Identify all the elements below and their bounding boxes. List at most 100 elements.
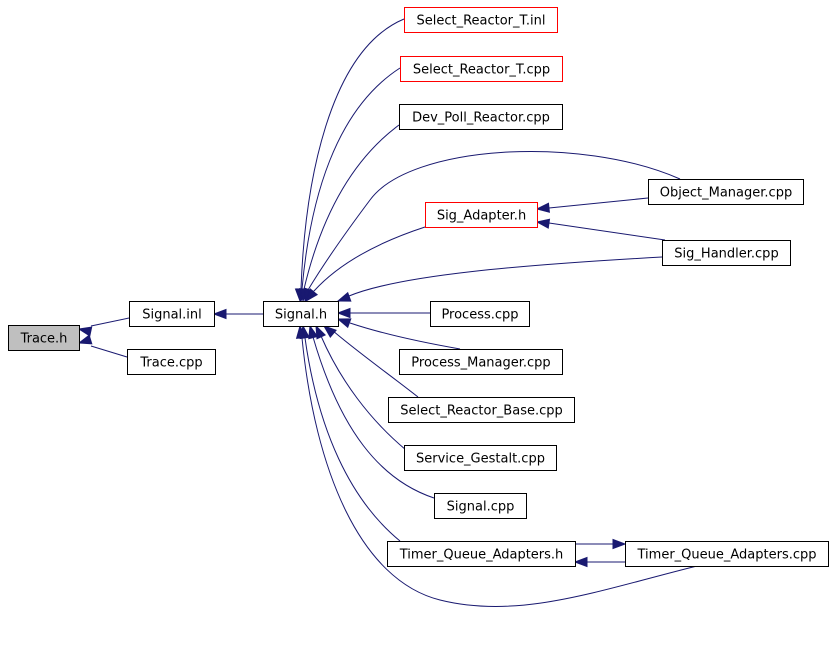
node-box [263,301,339,327]
node-process-manager-cpp[interactable]: Process_Manager.cpp [399,349,563,375]
edge-line [349,322,461,350]
edge-line [548,197,649,209]
node-label: Select_Reactor_Base.cpp [400,404,563,419]
node-sig-adapter-h[interactable]: Sig_Adapter.h [425,202,538,228]
node-object-manager-cpp[interactable]: Object_Manager.cpp [648,179,804,205]
edge-sig-handler-cpp-to-signal-h [336,256,663,302]
node-label: Signal.h [275,308,327,323]
node-label: Signal.cpp [447,500,515,515]
node-box [387,541,576,567]
edge-sig-handler-cpp-to-sig-adapter-h [535,218,666,241]
node-service-gestalt-cpp[interactable]: Service_Gestalt.cpp [404,445,557,471]
arrowhead-icon [336,318,352,329]
node-select-reactor-t-cpp[interactable]: Select_Reactor_T.cpp [400,56,563,82]
edge-line [307,150,681,291]
node-box [404,7,558,33]
node-timer-queue-adapters-cpp[interactable]: Timer_Queue_Adapters.cpp [625,541,829,567]
edges-layer [77,18,698,608]
node-trace-h: Trace.h [8,325,80,351]
edge-select-reactor-t-cpp-to-signal-h [296,67,401,303]
node-box [129,301,215,327]
node-dev-poll-reactor-cpp[interactable]: Dev_Poll_Reactor.cpp [399,104,563,130]
node-box [430,301,530,327]
edge-line [301,337,698,608]
edge-timer-queue-adapters-h-to-timer-queue-adapters-cpp [575,538,627,550]
node-select-reactor-t-inl[interactable]: Select_Reactor_T.inl [404,7,558,33]
node-signal-h[interactable]: Signal.h [263,301,339,327]
edge-line [304,337,401,542]
arrowhead-icon [295,324,307,339]
node-label: Signal.inl [142,308,202,323]
edge-line [320,335,407,451]
edge-timer-queue-adapters-cpp-to-timer-queue-adapters-h [573,556,625,568]
node-select-reactor-base-cpp[interactable]: Select_Reactor_Base.cpp [388,397,575,423]
node-box [648,179,804,205]
node-box [400,56,563,82]
arrowhead-icon [535,202,550,213]
edge-select-reactor-base-cpp-to-signal-h [322,325,419,398]
node-signal-inl[interactable]: Signal.inl [129,301,215,327]
node-label: Timer_Queue_Adapters.h [399,548,564,563]
node-label: Object_Manager.cpp [660,186,792,201]
node-label: Select_Reactor_T.cpp [413,63,550,78]
edge-timer-queue-adapters-h-to-signal-h [299,324,401,542]
arrowhead-icon [535,218,551,229]
edge-dev-poll-reactor-cpp-to-signal-h [298,124,400,303]
edge-trace-cpp-to-trace-h [77,334,128,358]
edge-line [313,226,426,292]
node-box [399,104,563,130]
node-label: Trace.cpp [139,356,202,371]
edge-process-manager-cpp-to-signal-h [336,318,461,350]
node-sig-handler-cpp[interactable]: Sig_Handler.cpp [662,240,791,266]
node-trace-cpp[interactable]: Trace.cpp [127,349,216,375]
edge-signal-h-to-signal-inl [212,308,263,320]
node-box [127,349,216,375]
edge-line [348,256,663,297]
node-box [388,397,575,423]
edge-line [90,345,128,358]
node-timer-queue-adapters-h[interactable]: Timer_Queue_Adapters.h [387,541,576,567]
node-label: Trace.h [20,332,68,347]
node-process-cpp[interactable]: Process.cpp [430,301,530,327]
node-box [434,493,527,519]
arrowhead-icon [336,307,351,319]
edge-line [301,67,401,290]
arrowhead-icon [315,324,327,340]
arrowhead-icon [573,556,588,568]
edge-signal-cpp-to-signal-h [308,324,435,499]
node-box [8,325,80,351]
edge-line [548,222,666,241]
edge-object-manager-cpp-to-sig-adapter-h [535,197,649,213]
node-box [425,202,538,228]
node-signal-cpp[interactable]: Signal.cpp [434,493,527,519]
node-label: Dev_Poll_Reactor.cpp [412,111,550,126]
arrowhead-icon [212,308,227,320]
edge-signal-inl-to-trace-h [77,317,130,337]
edge-sig-adapter-h-to-signal-h [305,226,426,303]
arrowhead-icon [305,288,319,303]
node-label: Select_Reactor_T.inl [416,14,545,29]
edge-service-gestalt-cpp-to-signal-h [315,324,407,451]
node-label: Sig_Handler.cpp [674,247,778,262]
edge-line [300,18,405,290]
edge-line [303,124,400,290]
arrowhead-icon [77,326,93,337]
edge-process-cpp-to-signal-h [336,307,430,319]
edge-timer-queue-adapters-cpp-to-signal-h [295,324,698,608]
nodes-layer: Trace.hSignal.inlTrace.cppSignal.hSelect… [8,7,829,567]
node-box [662,240,791,266]
node-label: Service_Gestalt.cpp [416,452,545,467]
arrowhead-icon [612,538,627,550]
edge-line [90,317,130,327]
node-label: Process_Manager.cpp [411,356,550,371]
arrowhead-icon [308,324,319,340]
node-box [404,445,557,471]
node-label: Sig_Adapter.h [437,209,526,224]
edge-line [331,329,419,398]
node-label: Process.cpp [441,308,518,323]
arrowhead-icon [77,334,93,345]
edge-line [312,336,435,499]
arrowhead-icon [322,325,337,339]
arrowhead-icon [336,291,352,302]
